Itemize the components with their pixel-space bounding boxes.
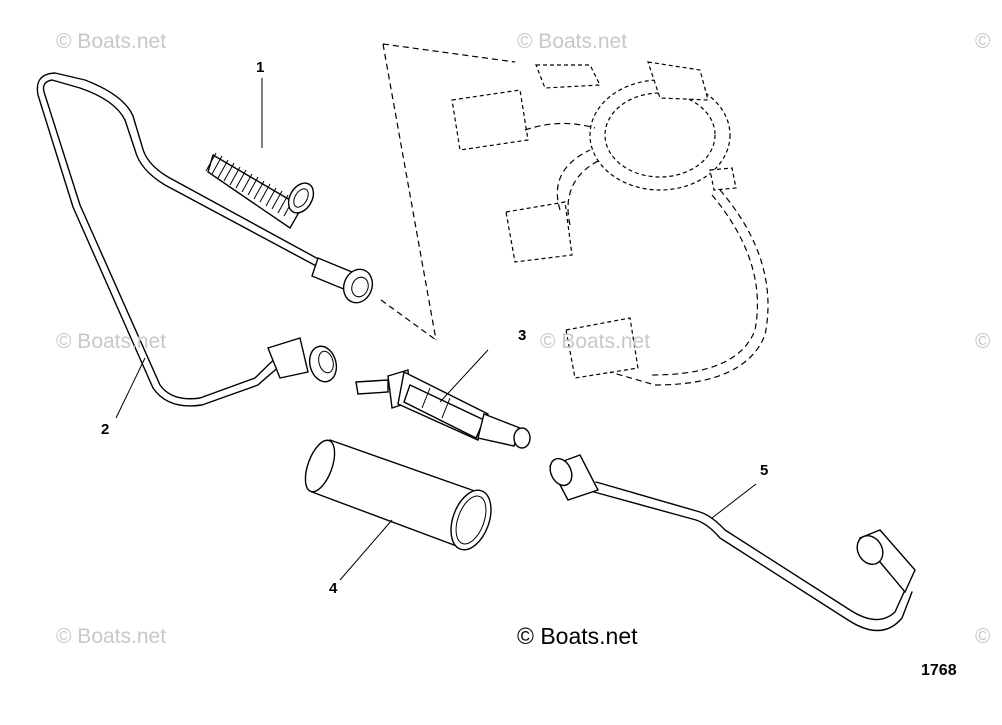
watermark: © Boats.net <box>56 330 167 353</box>
watermark: © <box>975 30 991 53</box>
watermark: © Boats.net <box>56 30 167 53</box>
watermark: © Boats.net <box>517 30 628 53</box>
callout-5: 5 <box>760 462 769 479</box>
callout-2: 2 <box>101 421 110 438</box>
part-5-fuel-hose <box>549 454 916 632</box>
part-4-sleeve <box>304 439 492 551</box>
watermark: © Boats.net <box>540 330 651 353</box>
callout-3: 3 <box>518 327 527 344</box>
callout-1: 1 <box>256 59 265 76</box>
drawing-number: 1768 <box>921 662 957 679</box>
callout-4: 4 <box>329 580 338 597</box>
part-3-harness-phantom <box>380 43 769 386</box>
watermark: © Boats.net <box>56 625 167 648</box>
watermark: © <box>975 625 991 648</box>
leader-lines <box>115 78 757 581</box>
fuel-filter <box>355 369 531 449</box>
part-1-corrugated-sleeve <box>205 152 315 230</box>
part-2-fuel-hose <box>36 72 374 407</box>
copyright-text: © Boats.net <box>517 623 638 649</box>
watermark: © <box>975 330 991 353</box>
